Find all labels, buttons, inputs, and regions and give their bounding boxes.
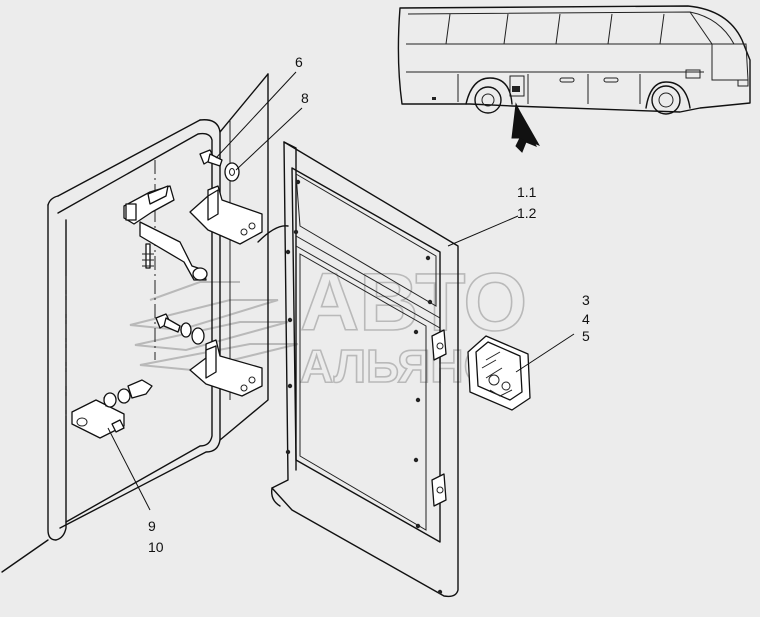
callout-4: 4 (582, 311, 590, 327)
bolt-middle (155, 313, 205, 345)
bus-icon (397, 5, 751, 115)
callout-6: 6 (295, 54, 303, 70)
leader-lines (107, 71, 575, 511)
upper-hinge (189, 185, 263, 245)
lock-mechanism (123, 185, 208, 281)
callout-3: 3 (582, 292, 590, 308)
callout-1-2: 1.2 (517, 205, 537, 221)
bolt-6 (199, 149, 223, 167)
latch-9-10 (71, 379, 153, 439)
callout-1-1: 1.1 (517, 184, 537, 200)
lower-hinge (189, 339, 263, 397)
lock-handle (467, 335, 531, 411)
pointer-arrow-icon (511, 102, 540, 153)
door-panel (270, 141, 459, 598)
washer-8 (224, 162, 240, 182)
callout-9: 9 (148, 518, 156, 534)
callout-8: 8 (301, 90, 309, 106)
cable (257, 225, 289, 243)
callout-5: 5 (582, 328, 590, 344)
callout-10: 10 (148, 539, 164, 555)
watermark-line2: АЛЬЯНС (300, 340, 497, 392)
